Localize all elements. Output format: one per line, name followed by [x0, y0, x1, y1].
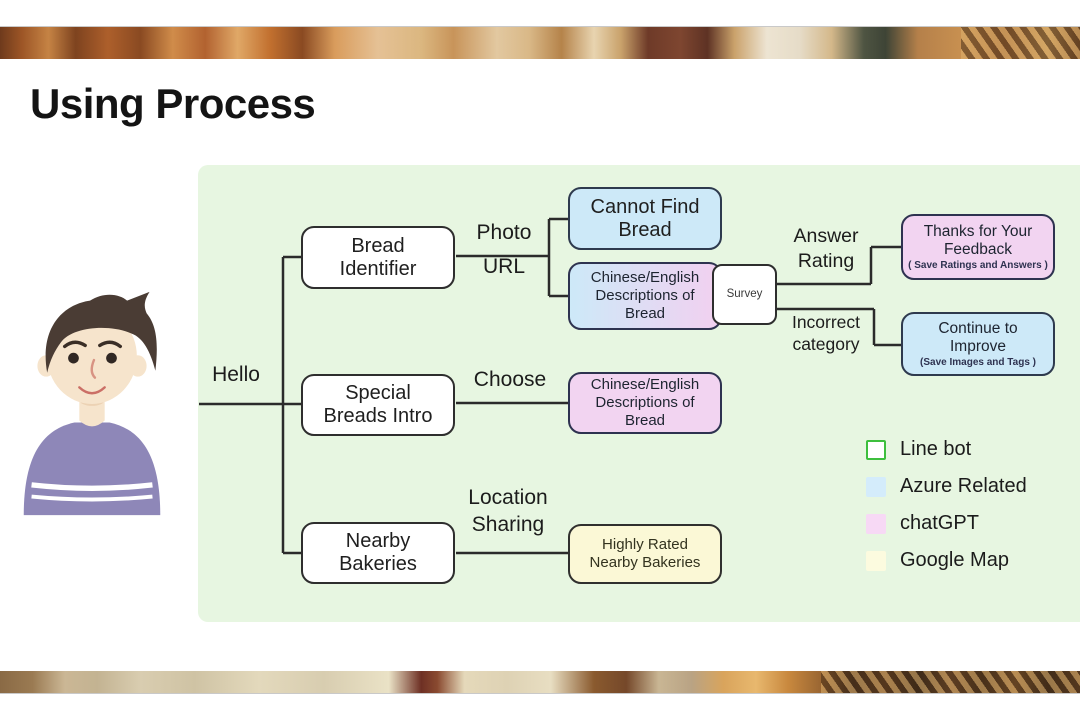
- legend-swatch-google-map: [866, 550, 886, 571]
- thanks-note: ( Save Ratings and Answers ): [908, 260, 1048, 272]
- edge-label-hello: Hello: [212, 363, 260, 386]
- bread-photo-strip-bottom: [0, 671, 1080, 694]
- page-title: Using Process: [30, 80, 316, 127]
- basket-weave-texture: [820, 671, 1080, 693]
- edge-label-answer-rating: Answer Rating: [793, 225, 859, 272]
- legend-item-azure: Azure Related: [866, 468, 1027, 505]
- legend-item-line-bot: Line bot: [866, 431, 1027, 468]
- legend-swatch-chatgpt: [866, 513, 886, 534]
- thanks-title: Thanks for Your Feedback: [923, 222, 1033, 258]
- node-special-breads-intro: Special Breads Intro: [301, 374, 455, 436]
- edge-label-url: URL: [482, 255, 525, 278]
- node-cannot-find-bread: Cannot Find Bread: [568, 187, 722, 250]
- edge-label-incorrect-category: Incorrect category: [791, 312, 861, 355]
- node-nearby-bakeries: Nearby Bakeries: [301, 522, 455, 584]
- legend-swatch-azure: [866, 476, 886, 497]
- legend-item-chatgpt: chatGPT: [866, 505, 1027, 542]
- basket-weave-texture: [961, 27, 1080, 59]
- legend-label: Line bot: [900, 438, 972, 460]
- edge-label-choose: Choose: [473, 368, 547, 391]
- edge-label-location-sharing: Location Sharing: [468, 486, 548, 536]
- legend-label: Google Map: [900, 549, 1009, 571]
- legend: Line bot Azure Related chatGPT Google Ma…: [866, 431, 1027, 579]
- legend-label: chatGPT: [900, 512, 979, 534]
- user-avatar: [14, 288, 170, 516]
- node-survey: Survey: [712, 264, 777, 325]
- node-continue-to-improve: Continue to Improve (Save Images and Tag…: [901, 312, 1055, 376]
- continue-note: (Save Images and Tags ): [920, 357, 1036, 369]
- avatar-illustration: [23, 291, 161, 516]
- node-bread-identifier: Bread Identifier: [301, 226, 455, 289]
- node-descriptions-of-bread-2: Chinese/English Descriptions of Bread: [568, 372, 722, 434]
- node-highly-rated-bakeries: Highly Rated Nearby Bakeries: [568, 524, 722, 584]
- legend-swatch-line-bot: [866, 439, 886, 460]
- node-descriptions-of-bread-1: Chinese/English Descriptions of Bread: [568, 262, 722, 330]
- edge-label-photo: Photo: [476, 221, 532, 244]
- bread-photo-strip-top: [0, 26, 1080, 59]
- continue-title: Continue to Improve: [938, 319, 1018, 355]
- node-thanks-for-feedback: Thanks for Your Feedback ( Save Ratings …: [901, 214, 1055, 280]
- legend-label: Azure Related: [900, 475, 1027, 497]
- legend-item-google-map: Google Map: [866, 542, 1027, 579]
